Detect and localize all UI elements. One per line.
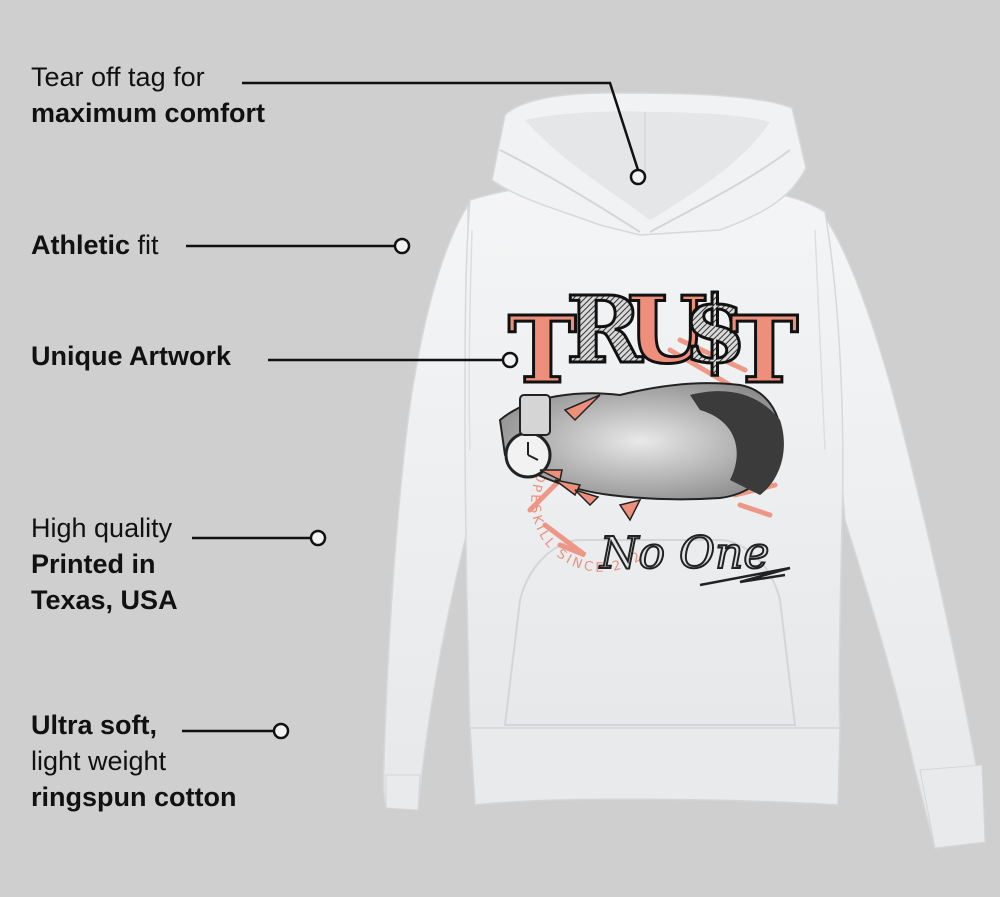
callout-dot-fit <box>393 237 411 255</box>
callout-text-bold: Athletic <box>31 230 131 260</box>
callout-text-bold: Unique Artwork <box>31 341 232 371</box>
callout-text: High quality <box>31 513 173 543</box>
callout-high-quality: High quality Printed in Texas, USA <box>31 510 178 618</box>
callout-dot-material <box>272 722 290 740</box>
callout-text-bold: Texas, USA <box>31 585 178 615</box>
callout-text: Tear off tag for <box>31 62 205 92</box>
svg-text:R: R <box>566 276 643 384</box>
callout-text-bold: Printed in <box>31 549 156 579</box>
callout-dot-quality <box>309 529 327 547</box>
callout-athletic-fit: Athletic fit <box>31 227 159 263</box>
svg-text:$: $ <box>683 276 747 384</box>
callout-dot-artwork <box>501 351 519 369</box>
callout-text-bold: ringspun cotton <box>31 782 237 812</box>
svg-text:T: T <box>508 296 576 404</box>
callout-text-bold: maximum comfort <box>31 98 266 128</box>
svg-text:U: U <box>627 276 707 384</box>
callout-unique-artwork: Unique Artwork <box>31 338 231 374</box>
connector-tag <box>242 81 640 171</box>
callout-text: fit <box>130 230 159 260</box>
callout-text-bold: Ultra soft, <box>31 710 158 740</box>
callout-connectors <box>182 81 640 733</box>
callout-text: light weight <box>31 746 167 776</box>
callout-ultra-soft: Ultra soft, light weight ringspun cotton <box>31 707 236 815</box>
svg-text:No One: No One <box>599 528 769 579</box>
callout-tear-off-tag: Tear off tag for maximum comfort <box>31 59 265 131</box>
handshake-illustration <box>498 382 784 522</box>
callout-dot-tag <box>629 168 647 186</box>
